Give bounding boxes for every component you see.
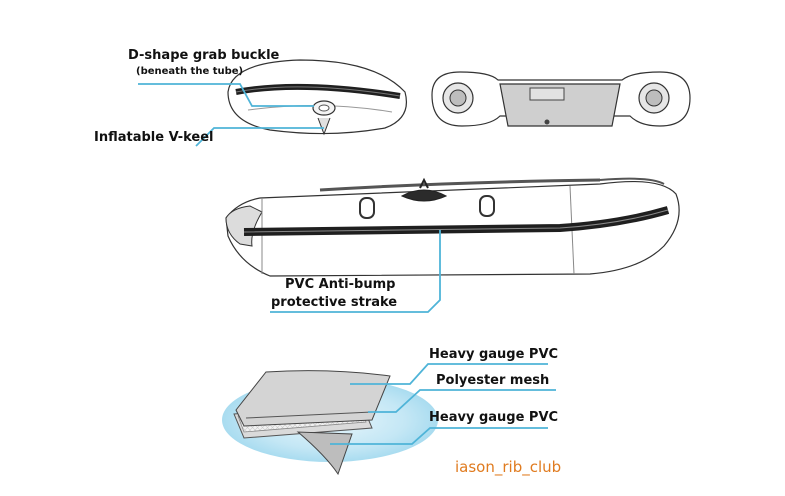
- leader-layer-mid: [368, 389, 556, 413]
- v-keel-shape: [317, 117, 331, 136]
- label-beneath-tube: (beneath the tube): [136, 66, 244, 77]
- boat-stern-view: [431, 71, 691, 127]
- side-handle-right: [479, 195, 495, 217]
- label-grab-buckle: D-shape grab buckle: [128, 48, 280, 63]
- leader-strake: [270, 230, 441, 313]
- leader-lines: [138, 83, 556, 445]
- label-strake-line2: protective strake: [271, 295, 398, 310]
- label-layer-mid: Polyester mesh: [436, 373, 550, 388]
- label-layer-top: Heavy gauge PVC: [429, 347, 559, 362]
- label-v-keel: Inflatable V-keel: [94, 130, 214, 145]
- label-layer-bottom: Heavy gauge PVC: [429, 410, 559, 425]
- leader-layer-bottom: [330, 427, 548, 445]
- leader-layer-top: [350, 363, 548, 385]
- watermark: iason_rib_club: [455, 458, 562, 476]
- label-strake-line1: PVC Anti-bump: [285, 277, 396, 292]
- peeled-corner: [296, 431, 353, 476]
- leader-grab-buckle: [138, 83, 314, 107]
- side-handle-left: [359, 197, 375, 219]
- material-layers: [222, 370, 438, 476]
- boat-side-view: [225, 177, 680, 277]
- boat-bow-view: [227, 59, 407, 136]
- leader-v-keel: [195, 127, 324, 147]
